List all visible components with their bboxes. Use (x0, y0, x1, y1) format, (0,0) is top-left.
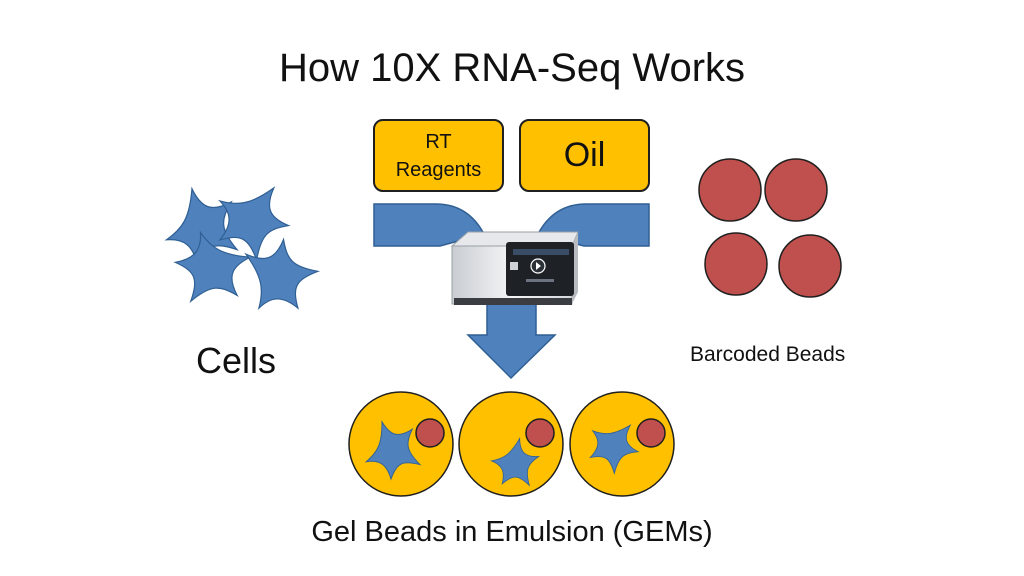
cells-cluster (154, 166, 327, 328)
gem-droplet (569, 391, 675, 497)
gem-droplet (348, 391, 454, 497)
oil-box: Oil (519, 119, 650, 192)
barcoded-beads (698, 158, 842, 298)
oil-label: Oil (563, 136, 606, 174)
bead (698, 158, 762, 222)
rt-reagents-label-line1: RT (425, 130, 452, 153)
bead (778, 234, 842, 298)
bead (704, 232, 768, 296)
slide-title: How 10X RNA-Seq Works (278, 46, 746, 90)
rt-reagents-label-line2: Reagents (395, 158, 482, 181)
bead (764, 158, 828, 222)
cells-label: Cells (196, 340, 277, 381)
gems-label: Gel Beads in Emulsion (GEMs) (311, 516, 713, 548)
cell-shape (224, 226, 327, 328)
chromium-instrument (450, 231, 579, 305)
rt-reagents-box: RT Reagents (373, 119, 504, 192)
merge-arrow-left (373, 203, 486, 247)
barcoded-beads-label: Barcoded Beads (690, 343, 846, 366)
gem-droplet (458, 391, 564, 497)
down-arrow (466, 299, 557, 380)
